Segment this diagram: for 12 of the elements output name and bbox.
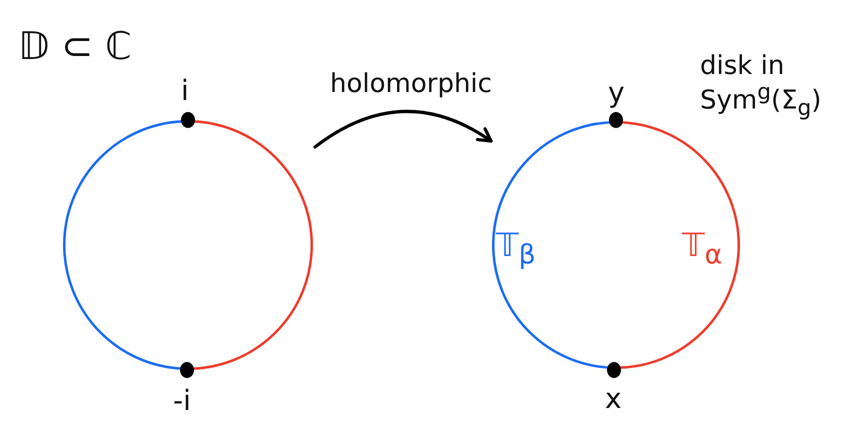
point-label: i [181, 76, 189, 107]
target-caption: disk in Sym$^{g}$(Σ$_{g}$) [700, 52, 822, 120]
arc-label: 𝕋$_{α}$ [682, 228, 722, 270]
point-label: y [608, 78, 625, 109]
arc-label: 𝕋$_{β}$ [496, 228, 536, 270]
point-label: -i [173, 386, 191, 417]
edge-label: holomorphic [330, 70, 492, 99]
set-notation: 𝔻 ⊂ ℂ [18, 26, 132, 68]
point-label: x [605, 384, 622, 415]
disk-circle [63, 120, 313, 370]
disk-circle [492, 120, 740, 370]
arrow [313, 110, 493, 149]
